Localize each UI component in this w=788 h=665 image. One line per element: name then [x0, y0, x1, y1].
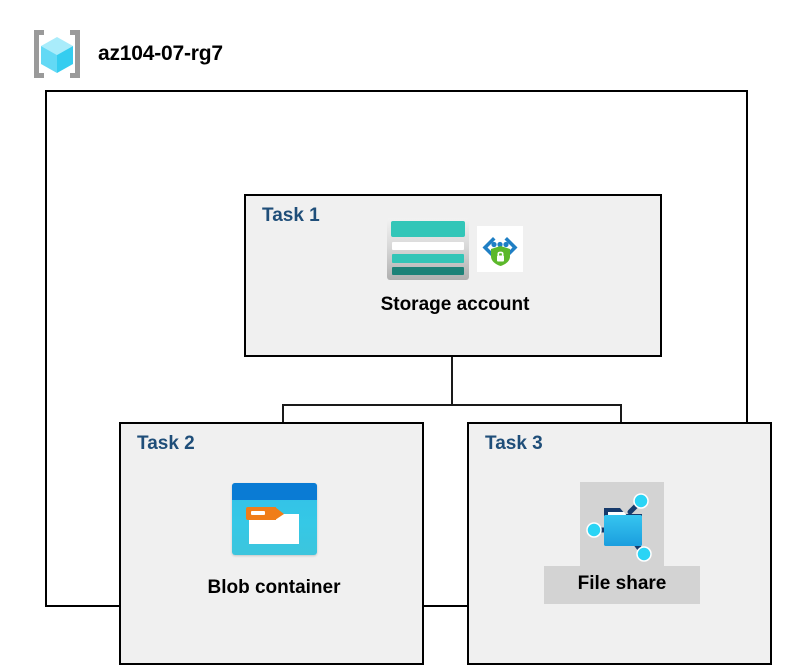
blob-container-icon	[231, 483, 317, 555]
connector-storage-to-bus	[451, 357, 453, 406]
storage-icon-dark-teal-bar	[392, 266, 464, 276]
blob-container-caption: Blob container	[207, 577, 341, 598]
blob-container-node: Blob container	[159, 483, 389, 599]
storage-account-icon	[387, 218, 469, 280]
storage-account-node: Storage account	[349, 218, 561, 316]
storage-icon-teal-bar	[392, 254, 464, 263]
task-1-label: Task 1	[262, 205, 320, 226]
task-3-label: Task 3	[485, 433, 543, 454]
private-endpoint-secure-icon	[477, 226, 523, 272]
resource-group-icon	[30, 27, 84, 81]
task-3-box: Task 3	[467, 422, 772, 665]
storage-icon-header-bar	[391, 221, 465, 237]
storage-account-caption: Storage account	[380, 294, 530, 315]
connector-branch-bus	[282, 404, 622, 406]
blob-icon-tab-slot	[250, 511, 265, 515]
storage-icon-white-bar	[392, 241, 464, 251]
task-1-box: Task 1	[244, 194, 662, 357]
resource-group-title: az104-07-rg7	[98, 42, 223, 65]
resource-group-header: az104-07-rg7	[30, 26, 350, 82]
task-2-label: Task 2	[137, 433, 195, 454]
file-share-icon	[580, 482, 664, 566]
file-share-caption: File share	[543, 566, 701, 604]
file-share-node: File share	[508, 482, 736, 604]
storage-account-icon-row	[387, 218, 523, 280]
blob-icon-tab	[245, 507, 284, 520]
task-2-box: Task 2 Blob container	[119, 422, 424, 665]
resource-group-container: Task 1	[45, 90, 772, 665]
blob-icon-header-bar	[231, 483, 317, 500]
